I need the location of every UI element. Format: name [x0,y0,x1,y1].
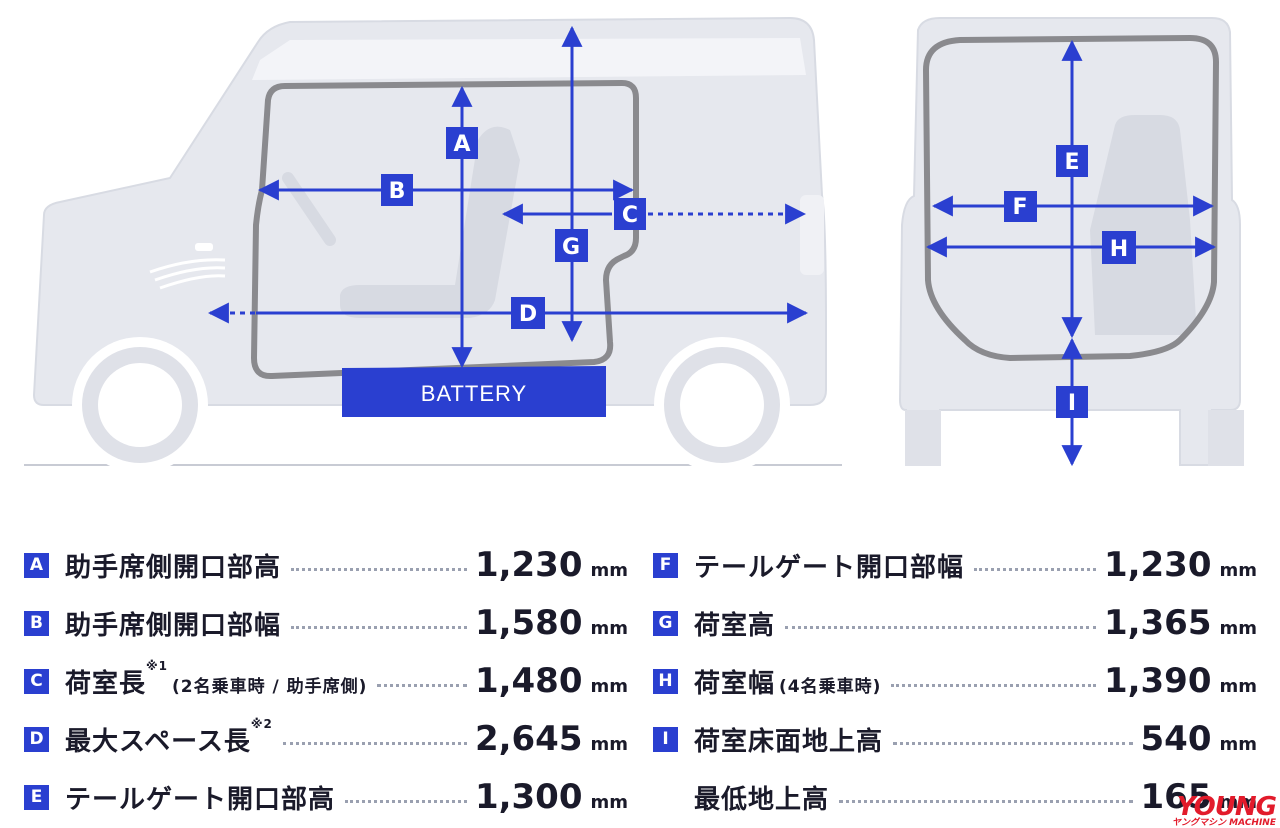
marker-i: I [1056,386,1088,418]
spec-unit: mm [590,617,628,639]
spec-letter-a: A [24,552,49,578]
dotted-leader [974,567,1096,571]
spec-label-b: 助手席側開口部幅 [65,610,282,641]
spec-label-e: テールゲート開口部高 [65,784,336,815]
spec-row-a: A 助手席側開口部高 1,230 mm [24,543,628,587]
spec-unit: mm [1219,791,1257,813]
spec-letter-blank [653,785,678,810]
svg-text:I: I [1068,391,1076,416]
spec-row-g: G 荷室高 1,365 mm [653,601,1257,645]
dotted-leader [839,799,1133,803]
spec-unit: mm [590,559,628,581]
spec-label-h: 荷室幅(4名乗車時) [694,663,881,700]
spec-label-d-text: 最大スペース長 [65,726,251,757]
spec-unit: mm [590,675,628,697]
spec-unit: mm [1219,559,1257,581]
spec-value-e: 1,300 [474,777,583,817]
footnote-mark: ※1 [146,658,169,673]
spec-value-g: 1,365 [1103,603,1212,643]
svg-text:E: E [1064,150,1079,175]
marker-f: F [1004,191,1037,222]
spec-row-d: D 最大スペース長※2 2,645 mm [24,717,628,761]
spec-note-c: (2名乗車時 / 助手席側) [172,676,368,697]
footnote-mark: ※2 [250,716,273,731]
spec-row-i: I 荷室床面地上高 540 mm [653,717,1257,761]
spec-letter-f: F [653,552,678,578]
spec-row-f: F テールゲート開口部幅 1,230 mm [653,543,1257,587]
spec-letter-d: D [24,726,49,752]
side-view-vehicle [32,16,827,473]
spec-row-h: H 荷室幅(4名乗車時) 1,390 mm [653,659,1257,703]
spec-table: A 助手席側開口部高 1,230 mm B 助手席側開口部幅 1,580 mm … [0,538,1280,828]
spec-value-a: 1,230 [474,545,583,585]
dotted-leader [785,625,1096,629]
spec-unit: mm [1219,675,1257,697]
spec-label-i: 荷室床面地上高 [694,726,884,757]
svg-text:D: D [519,302,537,327]
svg-text:H: H [1110,237,1128,262]
dotted-leader [291,567,467,571]
marker-d: D [511,297,545,329]
spec-value-h: 1,390 [1103,661,1212,701]
dotted-leader [891,683,1096,687]
battery-block: BATTERY [342,366,606,417]
spec-value-c: 1,480 [474,661,583,701]
tailgate-opening-outline [923,35,1219,361]
spec-row-b: B 助手席側開口部幅 1,580 mm [24,601,628,645]
spec-label-f: テールゲート開口部幅 [694,552,965,583]
spec-row-e: E テールゲート開口部高 1,300 mm [24,775,628,819]
svg-text:C: C [622,203,638,228]
spec-letter-i: I [653,726,678,752]
marker-b: B [381,174,413,206]
spec-label-a: 助手席側開口部高 [65,552,282,583]
dotted-leader [345,799,467,803]
young-machine-watermark-logo: YOUNG ヤングマシン MACHINE [1146,792,1277,828]
dotted-leader [282,741,467,745]
spec-letter-b: B [24,610,49,636]
dotted-leader [893,741,1133,745]
spec-note-h: (4名乗車時) [779,676,882,697]
watermark-sub-text: ヤングマシン MACHINE [1172,818,1276,828]
marker-a: A [446,127,478,159]
spec-unit: mm [590,733,628,755]
watermark-main-text: YOUNG [1176,792,1277,822]
svg-text:A: A [453,132,470,157]
spec-label-c-text: 荷室長 [65,668,147,699]
vehicle-dimension-diagram: BATTERY A B C G D E [24,16,1244,473]
spec-letter-e: E [24,784,49,810]
svg-text:F: F [1012,195,1027,220]
spec-label-g: 荷室高 [694,610,776,641]
spec-label-c: 荷室長※1(2名乗車時 / 助手席側) [65,659,368,700]
spec-label-h-text: 荷室幅 [694,668,776,699]
spec-unit: mm [590,791,628,813]
battery-label: BATTERY [421,381,527,406]
spec-value-i: 540 [1140,719,1212,759]
marker-e: E [1056,145,1088,177]
marker-c: C [614,198,646,230]
spec-unit: mm [1219,733,1257,755]
spec-label-d: 最大スペース長※2 [65,717,273,758]
spec-value-b: 1,580 [474,603,583,643]
spec-value-d: 2,645 [474,719,583,759]
spec-value-ground-clearance: 165 [1140,777,1212,817]
marker-g: G [555,229,588,262]
spec-letter-g: G [653,610,678,636]
spec-letter-h: H [653,668,678,694]
marker-h: H [1102,231,1136,264]
spec-value-f: 1,230 [1103,545,1212,585]
spec-letter-c: C [24,668,49,694]
svg-text:G: G [562,235,580,260]
spec-row-c: C 荷室長※1(2名乗車時 / 助手席側) 1,480 mm [24,659,628,703]
spec-unit: mm [1219,617,1257,639]
svg-text:B: B [389,179,406,204]
dotted-leader [377,683,467,687]
dotted-leader [291,625,467,629]
spec-label-ground-clearance: 最低地上高 [694,784,830,815]
spec-row-ground-clearance: 最低地上高 165 mm [653,775,1257,819]
